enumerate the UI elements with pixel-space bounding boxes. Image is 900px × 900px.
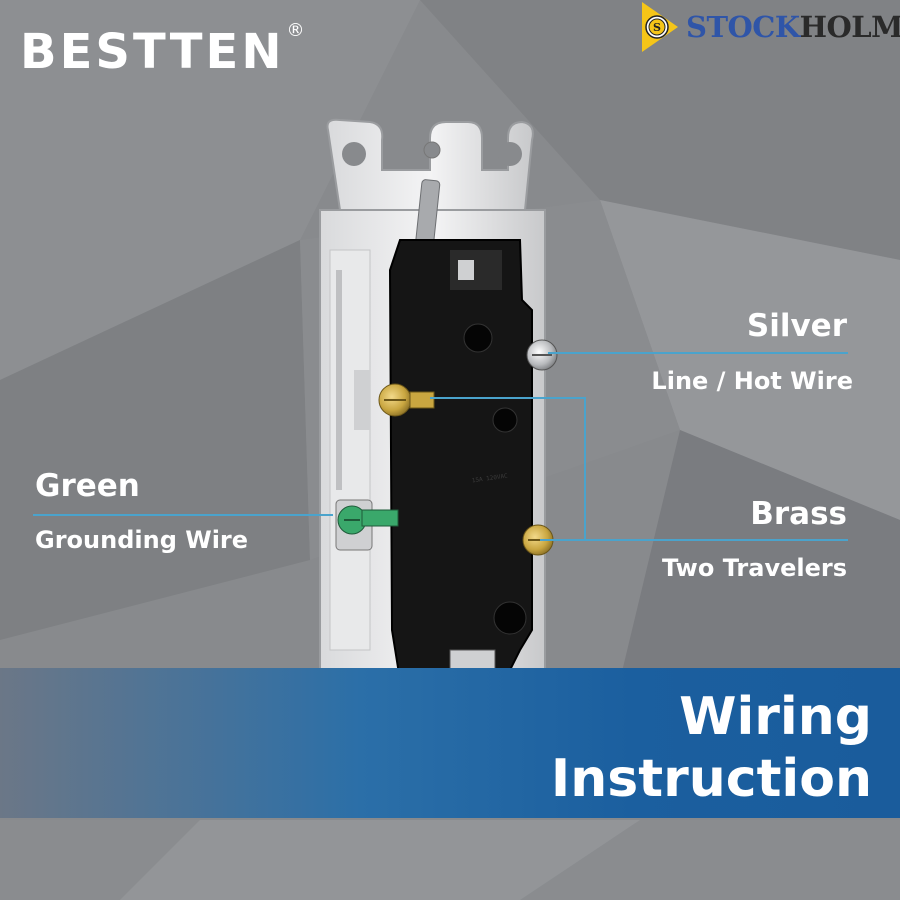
- s-coin-logo-icon: S: [642, 0, 682, 54]
- green-sublabel: Grounding Wire: [35, 526, 249, 554]
- green-label: Green: [35, 468, 140, 504]
- watermark-part2: HOLM: [799, 10, 900, 44]
- brass-pointer-line-lower: [540, 539, 848, 541]
- brass-pointer-line-upper: [430, 397, 586, 399]
- svg-text:S: S: [653, 21, 661, 34]
- brass-pointer-line-vertical: [584, 397, 586, 541]
- brass-sublabel: Two Travelers: [661, 554, 847, 582]
- watermark-part1: STOCK: [686, 10, 800, 44]
- banner-line-2: Instruction: [550, 749, 872, 810]
- registered-mark: ®: [286, 20, 308, 41]
- brass-label: Brass: [750, 496, 847, 532]
- banner-title: Wiring Instruction: [551, 686, 872, 811]
- watermark-text: STOCKHOLM: [686, 10, 900, 44]
- green-pointer-line: [33, 514, 333, 516]
- silver-pointer-line: [548, 352, 848, 354]
- brand-logo: BESTTEN®: [20, 22, 308, 77]
- wiring-instruction-banner: Wiring Instruction: [0, 668, 900, 818]
- watermark: S STOCKHOLM: [642, 0, 900, 54]
- silver-label: Silver: [746, 308, 847, 344]
- silver-sublabel: Line / Hot Wire: [651, 367, 853, 395]
- brand-name: BESTTEN: [20, 24, 285, 80]
- banner-line-1: Wiring: [679, 687, 872, 747]
